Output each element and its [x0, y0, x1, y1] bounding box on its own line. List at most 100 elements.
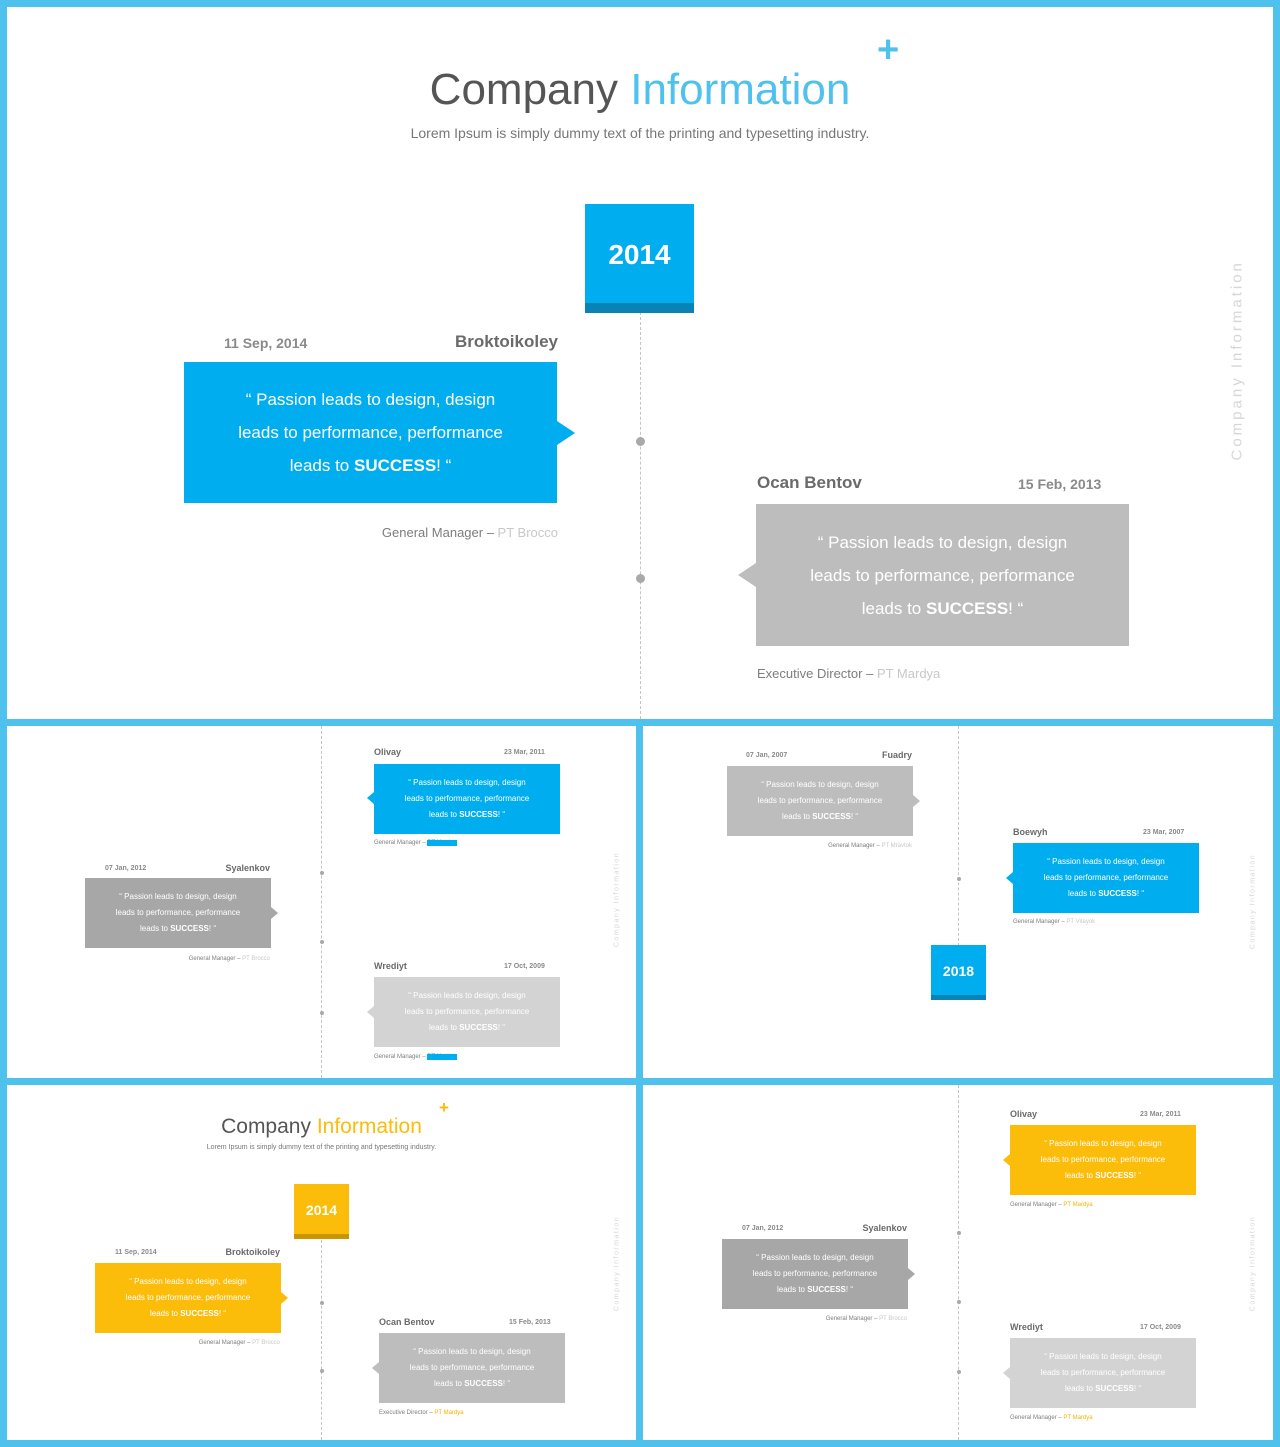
card-date: 15 Feb, 2013: [1018, 476, 1102, 492]
quote-card: Olivay 23 Mar, 2011 “ Passion leads to d…: [1003, 1107, 1203, 1217]
card-name: Ocan Bentov: [757, 473, 862, 492]
side-label: Company Information: [613, 1215, 621, 1312]
pointer-arrow: [271, 907, 278, 919]
quote-card: 07 Jan, 2007 Fuadry “ Passion leads to d…: [727, 748, 927, 858]
side-label: Company Information: [613, 851, 621, 948]
quote-card: 07 Jan, 2012 Syalenkov “ Passion leads t…: [85, 862, 285, 972]
year-badge: 2014: [585, 204, 694, 313]
timeline-dot: [636, 574, 645, 583]
timeline-dot: [320, 1369, 324, 1373]
card-name: Broktoikoley: [225, 1247, 280, 1257]
quote-card: Olivay 23 Mar, 2011 “ Passion leads to d…: [367, 746, 567, 856]
slide-subtitle: Lorem Ipsum is simply dummy text of the …: [206, 1144, 437, 1151]
pointer-arrow: [908, 1268, 915, 1280]
timeline-dot: [957, 1231, 961, 1235]
card-name: Wrediyt: [374, 961, 407, 971]
card-date: 23 Mar, 2011: [504, 749, 545, 756]
side-label: Company Information: [1228, 260, 1246, 461]
quote-line: leads to performance, performance: [238, 423, 503, 442]
year-label: 2014: [608, 238, 671, 270]
timeline-line: [321, 726, 322, 1078]
card-name: Olivay: [1010, 1109, 1038, 1119]
card-role: General Manager – PT Mardya: [374, 840, 457, 846]
title-main: Company: [429, 65, 618, 114]
timeline-line: [321, 1235, 322, 1440]
card-date: 07 Jan, 2012: [742, 1225, 784, 1232]
card-role: Executive Director – PT Mardya: [757, 666, 941, 681]
card-role: General Manager – PT Mardya: [374, 1054, 457, 1060]
timeline-dot: [320, 1301, 324, 1305]
card-name: Syalenkov: [862, 1223, 907, 1233]
slide-3: 07 Jan, 2007 Fuadry “ Passion leads to d…: [643, 726, 1273, 1078]
timeline-dot: [636, 437, 645, 446]
quote-card: 11 Sep, 2014 Broktoikoley “ Passion lead…: [184, 329, 584, 540]
pointer-arrow: [367, 792, 374, 804]
timeline-dot: [957, 877, 961, 881]
timeline-line: [958, 1085, 959, 1440]
quote-line: leads to SUCCESS! “: [289, 456, 452, 475]
year-label: 2014: [305, 1202, 338, 1218]
side-label: Company Information: [1249, 1215, 1257, 1312]
pointer-arrow: [372, 1362, 379, 1374]
card-role: General Manager – PT Mardya: [1010, 1202, 1093, 1208]
card-role: General Manager – PT Vitayok: [1013, 919, 1096, 925]
title-accent: Information: [630, 65, 851, 114]
card-date: 11 Sep, 2014: [115, 1249, 157, 1256]
pointer-arrow: [738, 563, 756, 587]
card-name: Ocan Bentov: [379, 1317, 435, 1327]
slide-subtitle: Lorem Ipsum is simply dummy text of the …: [410, 125, 870, 141]
pointer-arrow: [367, 1006, 374, 1018]
plus-icon: +: [439, 1098, 449, 1117]
card-name: Syalenkov: [225, 863, 270, 873]
slide-5: Olivay 23 Mar, 2011 “ Passion leads to d…: [643, 1085, 1273, 1440]
year-label: 2018: [942, 963, 975, 979]
year-badge: 2018: [931, 945, 986, 1000]
quote-card: Wrediyt 17 Oct, 2009 “ Passion leads to …: [367, 960, 567, 1070]
card-role: General Manager – PT Brocco: [198, 1340, 280, 1346]
quote-line: “ Passion leads to design, design: [245, 390, 496, 409]
card-date: 07 Jan, 2012: [105, 865, 147, 872]
card-role: General Manager – PT Brocco: [825, 1316, 907, 1322]
card-role: General Manager – PT Brocco: [381, 525, 558, 540]
timeline-dot: [957, 1300, 961, 1304]
quote-card: Ocan Bentov 15 Feb, 2013 “ Passion leads…: [372, 1315, 572, 1425]
pointer-arrow: [281, 1292, 288, 1304]
side-label: Company Information: [1249, 853, 1257, 950]
quote-box: “ Passion leads to design, design leads …: [756, 504, 1129, 646]
timeline-dot: [320, 1011, 324, 1015]
quote-card: Boewyh 23 Mar, 2007 “ Passion leads to d…: [1006, 826, 1206, 936]
card-role: General Manager – PT Mardya: [1010, 1415, 1093, 1421]
card-date: 15 Feb, 2013: [509, 1319, 551, 1326]
slide-2: Olivay 23 Mar, 2011 “ Passion leads to d…: [7, 726, 636, 1078]
pointer-arrow: [1003, 1154, 1010, 1166]
timeline-dot: [320, 871, 324, 875]
slide-title: Company Information: [221, 1115, 422, 1138]
card-role: General Manager – PT Mravtok: [828, 843, 912, 849]
card-date: 23 Mar, 2011: [1140, 1111, 1181, 1118]
card-date: 23 Mar, 2007: [1143, 829, 1185, 836]
quote-line: “ Passion leads to design, design: [817, 532, 1068, 552]
card-date: 07 Jan, 2007: [746, 752, 788, 759]
card-name: Broktoikoley: [455, 332, 558, 351]
card-role: General Manager – PT Brocco: [188, 956, 270, 962]
pointer-arrow: [1003, 1367, 1010, 1379]
plus-icon: +: [877, 29, 900, 71]
quote-box: “ Passion leads to design, design leads …: [184, 362, 557, 503]
slide-1: Company Information + Lorem Ipsum is sim…: [7, 7, 1273, 719]
slide-title: Company Information: [7, 65, 1273, 115]
quote-card: Wrediyt 17 Oct, 2009 “ Passion leads to …: [1003, 1320, 1203, 1430]
quote-card: Ocan Bentov 15 Feb, 2013 “ Passion leads…: [738, 472, 1138, 682]
quote-line: leads to SUCCESS! “: [861, 598, 1024, 618]
card-role: Executive Director – PT Mardya: [379, 1410, 464, 1416]
pointer-arrow: [557, 421, 575, 445]
card-name: Fuadry: [881, 750, 912, 760]
card-date: 11 Sep, 2014: [224, 335, 308, 351]
slide-4: Company Information + Lorem Ipsum is sim…: [7, 1085, 636, 1440]
